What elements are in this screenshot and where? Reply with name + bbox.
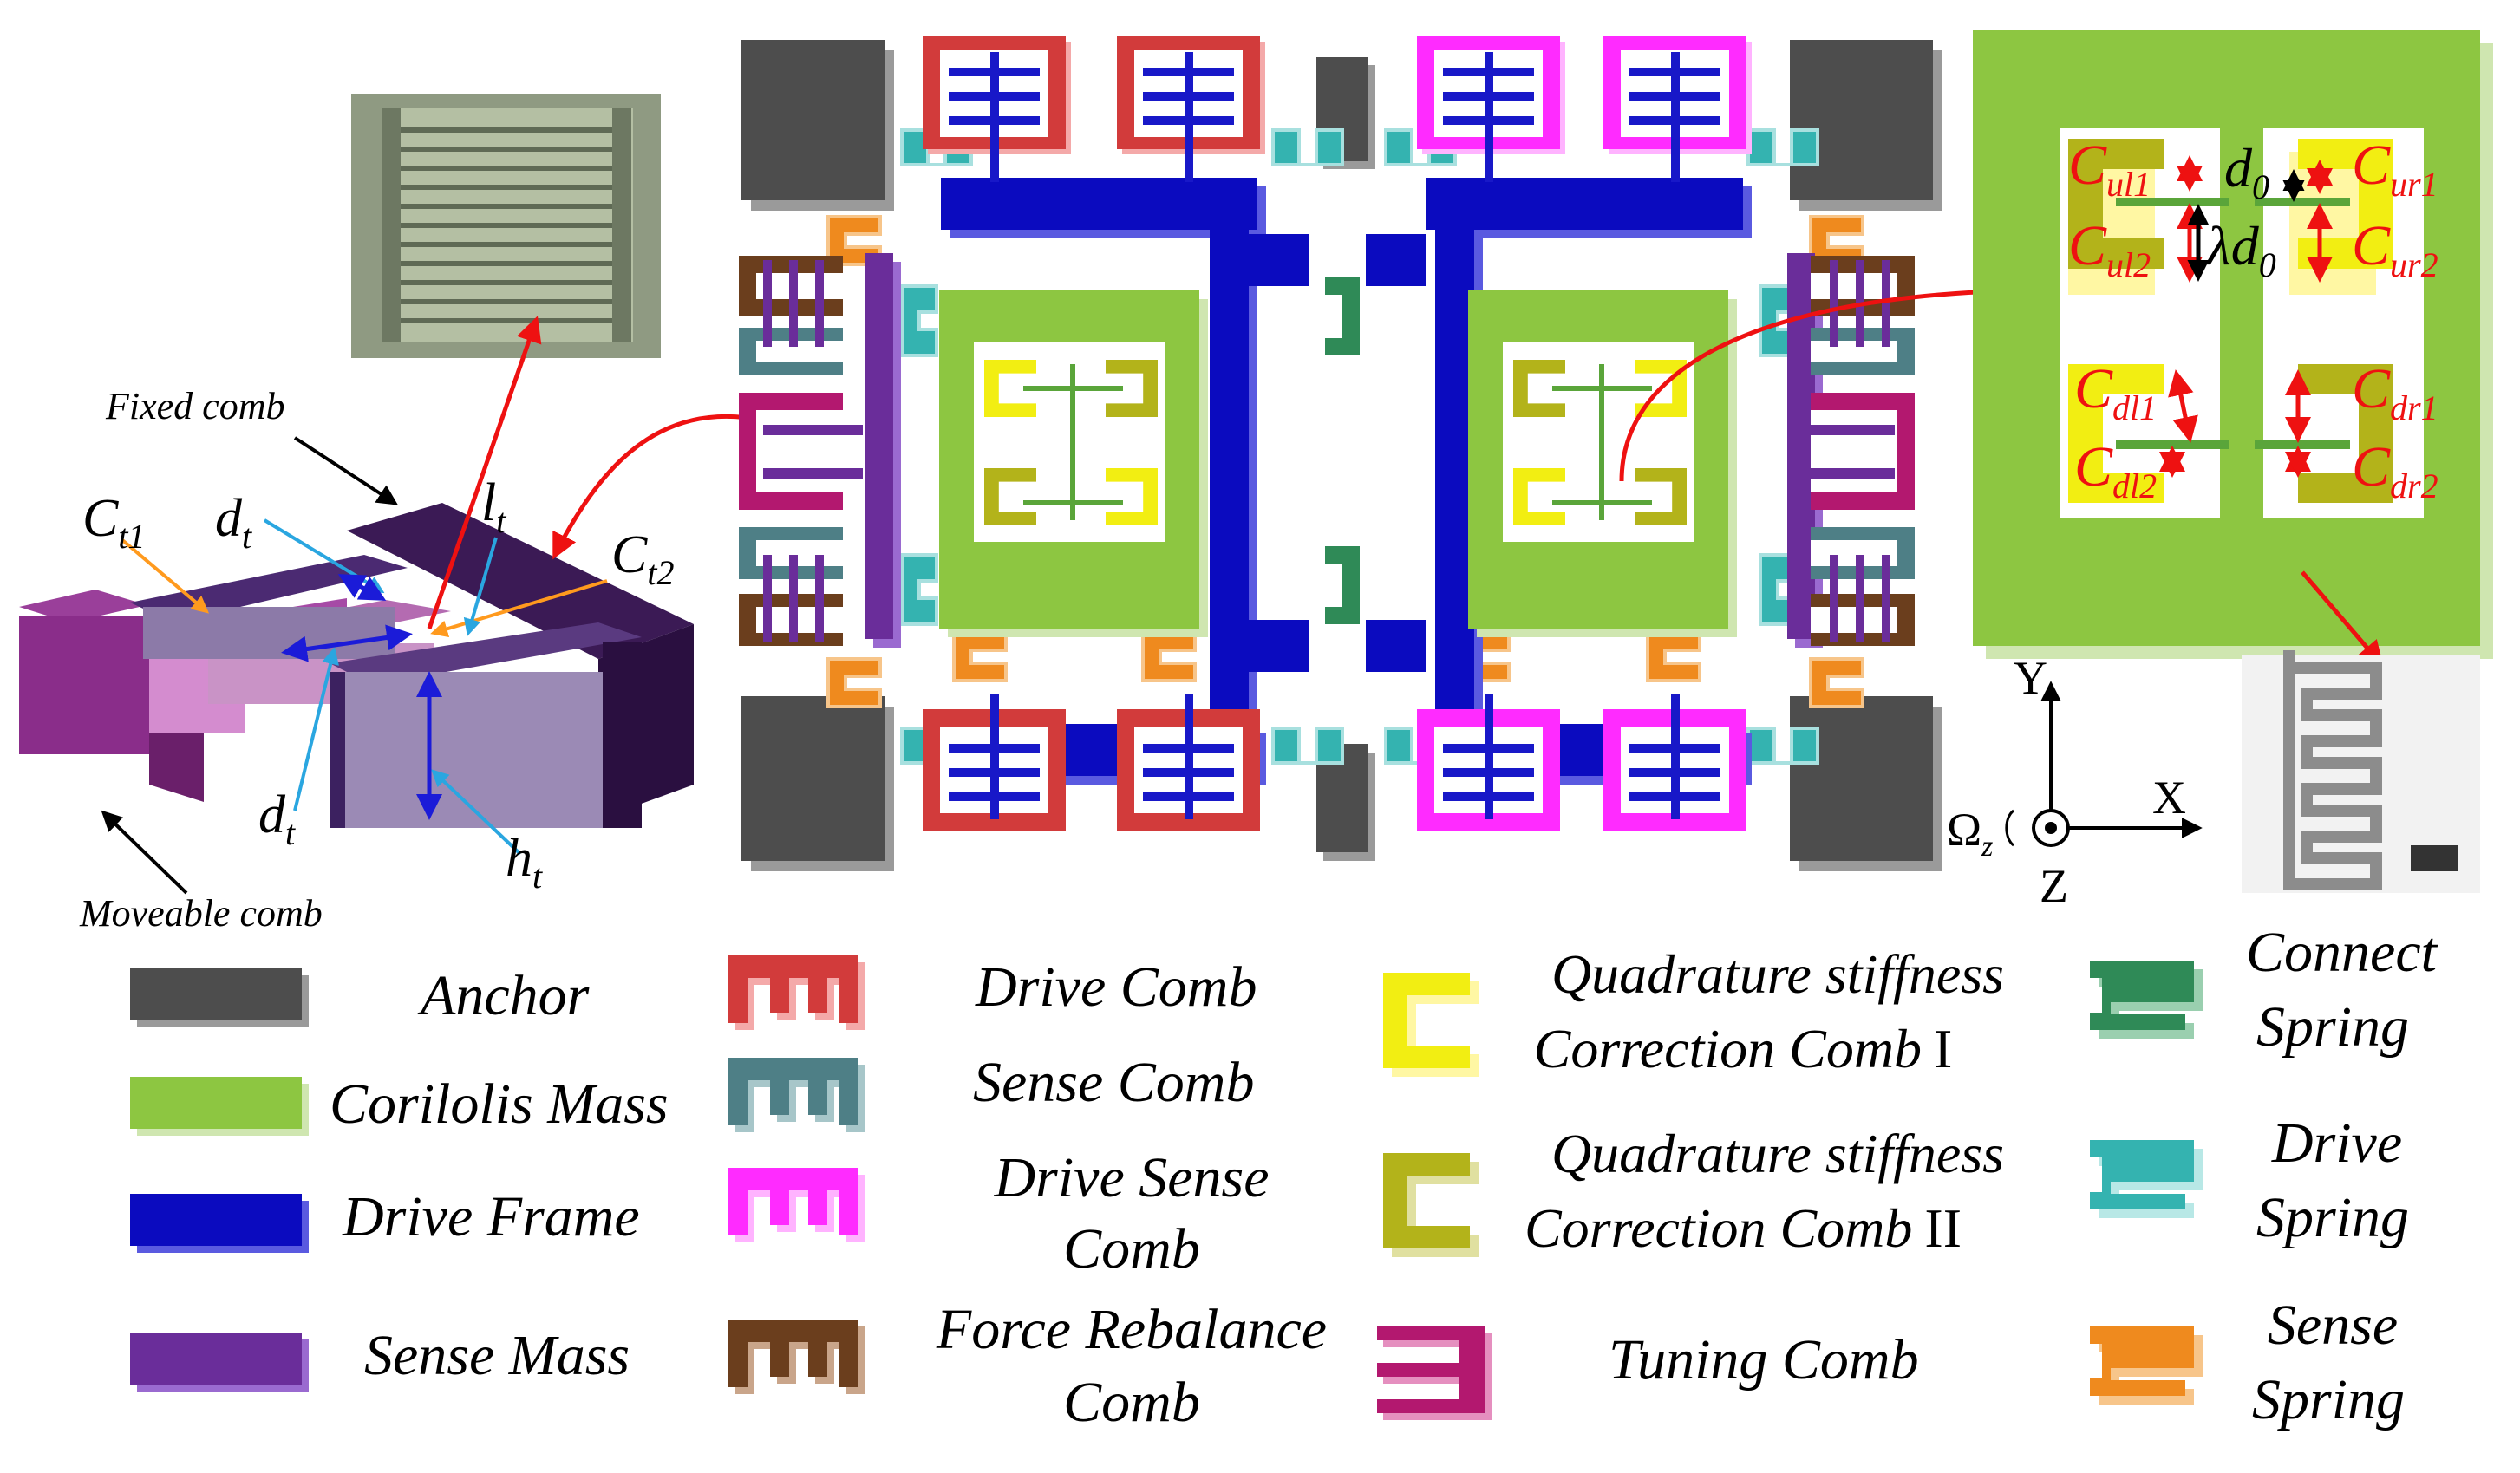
dt-bottom-pointer: [293, 647, 339, 811]
lambda-d0-label: λd0: [2205, 215, 2276, 284]
dt-bottom-label: dt: [258, 785, 296, 852]
zoom-arrow-right: [1619, 277, 2030, 482]
ct1-pointer: [120, 538, 210, 614]
coordinate-axes: Y X Z Ωz: [1947, 652, 2203, 912]
legend-sense-mass: Sense Mass: [130, 1324, 630, 1392]
d0-label: d0: [2224, 137, 2269, 206]
legend-drive-frame-label: Drive Frame: [342, 1185, 640, 1248]
legend-drive-comb-label: Drive Comb: [975, 955, 1257, 1019]
ht-label: ht: [506, 829, 543, 896]
gyroscope-layout: [739, 36, 1942, 871]
ct2-label: Ct2: [611, 525, 674, 592]
legend-tuning-comb-label: Tuning Comb: [1609, 1328, 1919, 1392]
legend-drive-frame: Drive Frame: [130, 1185, 640, 1253]
lt-label: lt: [481, 473, 506, 540]
axis-x-label: X: [2152, 772, 2186, 824]
cur1-label: Cur1: [2352, 134, 2438, 204]
ht-pointer: [431, 769, 522, 856]
cul2-label: Cul2: [2068, 214, 2151, 284]
moveable-comb-label: Moveable comb: [79, 892, 323, 935]
legend-coriolis-mass: Corilolis Mass: [130, 1072, 669, 1136]
pointer-arrow-to-micrograph: [427, 316, 542, 629]
zoom-arrow-left: [552, 414, 764, 560]
drive-combs-top: [923, 36, 1752, 831]
quadrature-combs-detail: [2068, 139, 2393, 503]
legend-sense-comb: Sense Comb: [728, 1051, 1254, 1132]
ct2-pointer: [430, 579, 608, 637]
legend-tuning-comb: Tuning Comb: [1377, 1326, 1919, 1420]
legend-drive-comb: Drive Comb: [728, 955, 1257, 1030]
pointer-arrow-to-spring-photo: [2301, 570, 2384, 668]
legend-sense-comb-label: Sense Comb: [973, 1051, 1254, 1114]
cdr1-label: Cdr1: [2352, 357, 2438, 427]
fixed-comb-pointer: [293, 436, 399, 505]
dt-top-label: dt: [215, 489, 252, 556]
right-inset: Cul1 Cul2 Cur1 Cur2 Cdl1 Cdl2 Cdr1 Cdr2 …: [1947, 30, 2493, 912]
cdl1-label: Cdl1: [2074, 357, 2157, 427]
quadrature-combs-center: [984, 360, 1687, 525]
fixed-comb-label: Fixed comb: [105, 385, 284, 427]
spring-micrograph: [2242, 650, 2480, 893]
anchors: [741, 40, 1942, 871]
moveable-comb-pointer: [101, 810, 188, 895]
lt-dimension-arrow: [281, 624, 413, 662]
side-combs: [739, 256, 1915, 646]
comb-micrograph: [351, 94, 661, 358]
legend-anchor: Anchor: [130, 964, 590, 1027]
cdl2-label: Cdl2: [2074, 435, 2157, 505]
legend: Anchor Corilolis Mass Drive Frame Sense …: [130, 921, 2438, 1434]
cur2-label: Cur2: [2352, 214, 2438, 284]
dt-dimension-arrow: [337, 574, 387, 601]
legend-sense-mass-label: Sense Mass: [364, 1324, 630, 1387]
cul1-label: Cul1: [2068, 134, 2151, 204]
cdr2-label: Cdr2: [2352, 435, 2438, 505]
omega-z-label: Ωz: [1947, 804, 1993, 863]
axis-z-label: Z: [2040, 860, 2068, 912]
left-inset: Fixed comb Moveable comb Ct1 dt lt Ct2 d…: [19, 94, 694, 935]
coriolis-masses: [939, 290, 1737, 637]
axis-y-label: Y: [2014, 652, 2047, 704]
legend-coriolis-mass-label: Corilolis Mass: [330, 1072, 669, 1136]
connect-springs: [1325, 277, 1360, 624]
legend-anchor-label: Anchor: [417, 964, 590, 1027]
lt-pointer: [463, 537, 498, 636]
ct1-label: Ct1: [82, 489, 145, 556]
